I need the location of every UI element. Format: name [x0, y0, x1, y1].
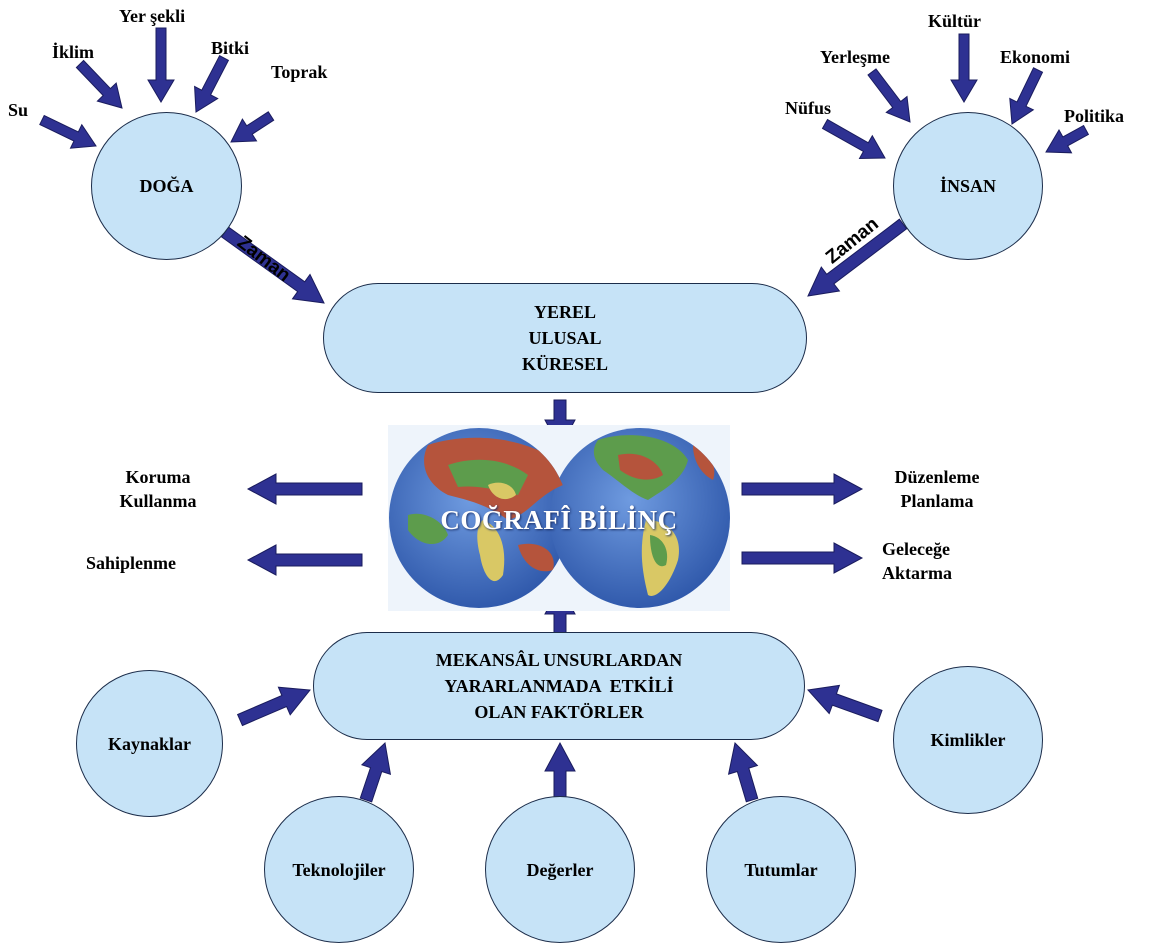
arrow-to-gelecege: [741, 542, 864, 574]
input-bitki: Bitki: [211, 38, 250, 58]
input-su: Su: [8, 100, 29, 120]
factor-kimlikler-label: Kimlikler: [930, 730, 1006, 750]
arrow-politika: [1045, 124, 1090, 154]
output-duzenleme: Düzenleme: [894, 467, 980, 487]
output-planlama: Planlama: [900, 491, 974, 511]
insan-label: İNSAN: [939, 176, 996, 196]
arrow-toprak: [230, 111, 275, 143]
factors-text: MEKANSÂL UNSURLARDAN YARARLANMADA ETKİLİ…: [436, 647, 683, 725]
scale-text: YEREL ULUSAL KÜRESEL: [522, 299, 608, 377]
output-gelecege-aktarma: Geleceğe Aktarma: [882, 537, 952, 585]
factor-degerler: Değerler: [485, 796, 635, 943]
factor-tutumlar-label: Tutumlar: [744, 859, 818, 880]
input-politika: Politika: [1064, 106, 1125, 126]
factors-node: MEKANSÂL UNSURLARDAN YARARLANMADA ETKİLİ…: [313, 632, 805, 740]
arrow-bitki: [194, 55, 230, 113]
output-koruma-kullanma: Koruma Kullanma: [93, 465, 223, 513]
arrow-yerlesme: [867, 68, 911, 123]
scale-node: YEREL ULUSAL KÜRESEL: [323, 283, 807, 393]
arrow-zaman-left: [220, 226, 325, 304]
arrow-from-tutumlar: [727, 741, 759, 803]
arrow-zaman-right: [807, 218, 908, 297]
arrow-to-koruma: [246, 473, 363, 505]
right-hemisphere: [550, 428, 730, 608]
output-koruma: Koruma: [125, 467, 191, 487]
arrow-nufus: [821, 118, 886, 160]
input-yerlesme: Yerleşme: [820, 47, 890, 67]
factor-teknolojiler: Teknolojiler: [264, 796, 414, 943]
output-duzenleme-planlama: Düzenleme Planlama: [872, 465, 1002, 513]
input-nufus: Nüfus: [785, 98, 832, 118]
input-kultur: Kültür: [928, 11, 982, 31]
input-iklim: İklim: [52, 42, 95, 62]
doga-label: DOĞA: [139, 176, 194, 196]
arrow-from-degerler: [544, 741, 576, 801]
factors-line-3: OLAN FAKTÖRLER: [474, 702, 644, 722]
factor-degerler-label: Değerler: [526, 859, 594, 880]
arrow-from-kimlikler: [807, 684, 883, 723]
output-sahiplenme: Sahiplenme: [86, 553, 177, 573]
globe-image: [388, 425, 730, 611]
arrow-yer-sekli: [147, 27, 175, 103]
scale-line-ulusal: ULUSAL: [528, 328, 602, 348]
arrow-su: [39, 114, 97, 149]
factors-line-2: YARARLANMADA ETKİLİ: [444, 676, 674, 696]
factor-kaynaklar: Kaynaklar: [76, 670, 223, 817]
output-gelecege: Geleceğe: [882, 539, 950, 559]
arrow-ekonomi: [1009, 67, 1044, 125]
arrow-to-duzenleme: [741, 473, 864, 505]
input-yer-sekli: Yer şekli: [119, 6, 186, 26]
factor-kaynaklar-label: Kaynaklar: [107, 733, 191, 754]
arrow-from-kaynaklar: [236, 686, 311, 727]
factors-line-1: MEKANSÂL UNSURLARDAN: [435, 650, 683, 670]
output-kullanma: Kullanma: [119, 491, 197, 511]
factor-tutumlar: Tutumlar: [706, 796, 856, 943]
center-title: COĞRAFÎ BİLİNÇ: [440, 505, 678, 535]
arrow-kultur: [950, 33, 978, 103]
input-ekonomi: Ekonomi: [1000, 47, 1071, 67]
factor-teknolojiler-label: Teknolojiler: [292, 859, 386, 880]
doga-node: DOĞA: [91, 112, 242, 260]
scale-line-yerel: YEREL: [533, 302, 596, 322]
input-toprak: Toprak: [271, 62, 328, 82]
factor-kimlikler: Kimlikler: [893, 666, 1043, 814]
scale-line-kuresel: KÜRESEL: [521, 354, 609, 374]
insan-node: İNSAN: [893, 112, 1043, 260]
arrow-from-teknolojiler: [359, 741, 392, 803]
arrow-iklim: [75, 59, 123, 109]
output-aktarma: Aktarma: [882, 563, 952, 583]
arrow-to-sahiplenme: [246, 544, 363, 576]
